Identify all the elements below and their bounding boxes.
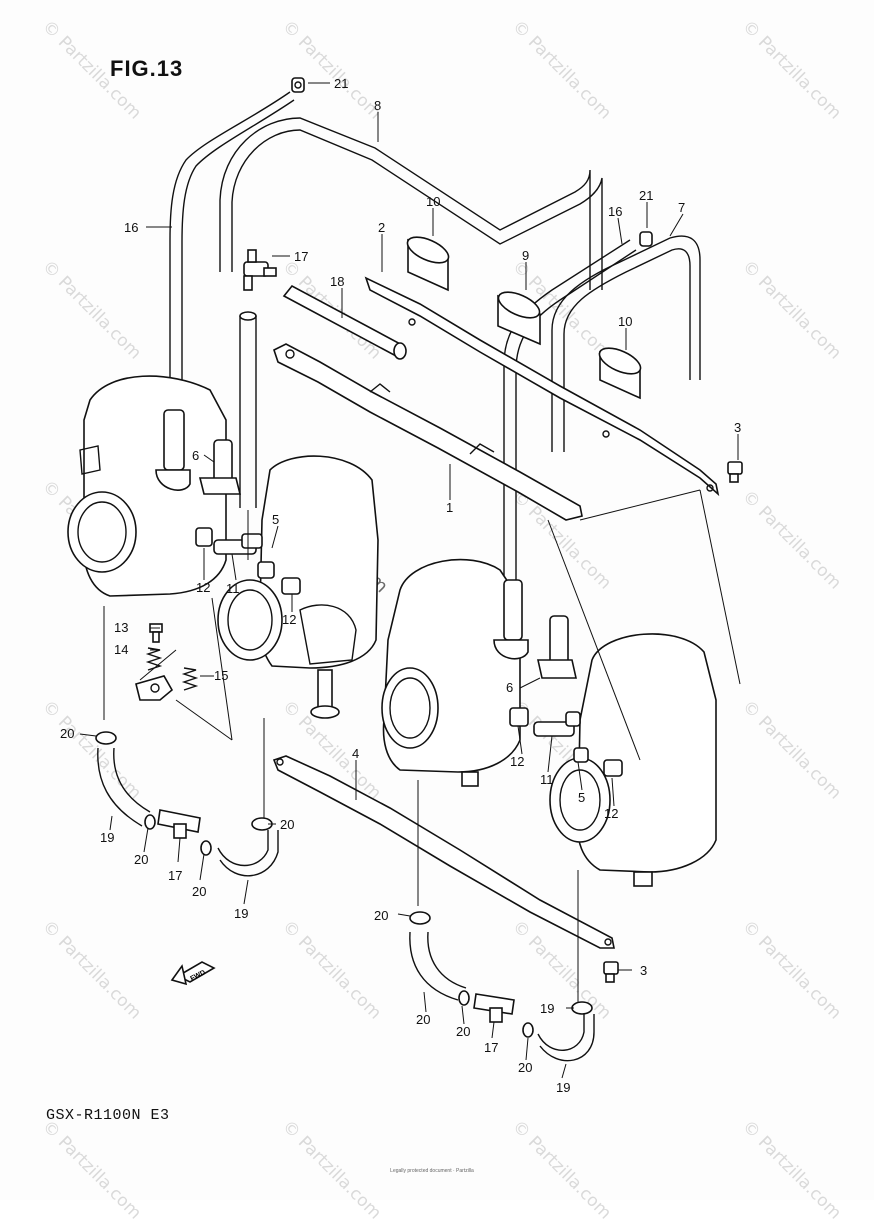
fitting-5-right xyxy=(573,747,589,763)
hose-7 xyxy=(551,235,701,452)
callout-17: 17 xyxy=(294,249,308,264)
sleeve-10-right xyxy=(598,347,642,400)
t-fitting-17-lr xyxy=(473,993,515,1023)
clamp-21-right xyxy=(639,231,653,247)
hose-16-left xyxy=(169,91,295,420)
clamp-20-lr-c xyxy=(571,1001,593,1015)
callout-1: 1 xyxy=(446,500,453,515)
clamp-21-top xyxy=(291,77,305,93)
callout-20: 20 xyxy=(456,1024,470,1039)
clamp-20-ll-a xyxy=(144,814,156,830)
hose-19-ll xyxy=(97,747,151,827)
callout-4: 4 xyxy=(352,746,359,761)
callout-16: 16 xyxy=(124,220,138,235)
callout-12: 12 xyxy=(510,754,524,769)
callout-20: 20 xyxy=(192,884,206,899)
assembly-lines xyxy=(103,489,741,1002)
fitting-11-left xyxy=(213,533,263,555)
callout-17: 17 xyxy=(484,1040,498,1055)
callout-11: 11 xyxy=(226,581,240,596)
callout-6: 6 xyxy=(192,448,199,463)
footer-note: Legally protected document · Partzilla xyxy=(390,1168,474,1174)
t-fitting-17-ll xyxy=(157,809,201,839)
carburetor-1 xyxy=(67,375,227,597)
callout-11: 11 xyxy=(540,772,554,787)
bolt-3-lower xyxy=(603,961,619,983)
callout-21: 21 xyxy=(334,76,348,91)
plate-2 xyxy=(364,276,720,497)
nipple-6-left xyxy=(198,439,242,495)
carburetor-4 xyxy=(549,633,717,887)
callout-10: 10 xyxy=(426,194,440,209)
nipple-6-right xyxy=(537,615,577,679)
callout-13: 13 xyxy=(114,620,128,635)
spring-15 xyxy=(181,667,199,691)
callout-19: 19 xyxy=(234,906,248,921)
clamp-20-ll-b xyxy=(200,840,212,856)
plate-1 xyxy=(273,343,583,521)
callout-9: 9 xyxy=(522,248,529,263)
callout-3: 3 xyxy=(734,420,741,435)
callout-20: 20 xyxy=(518,1060,532,1075)
callout-10: 10 xyxy=(618,314,632,329)
sleeve-10-upper xyxy=(406,236,450,292)
fitting-12-left-b xyxy=(281,577,301,595)
clamp-20-ll-top xyxy=(95,731,117,745)
callout-20: 20 xyxy=(134,852,148,867)
callout-20: 19 xyxy=(540,1001,554,1016)
callout-labels: 21 8 16 10 2 9 16 21 7 17 18 10 3 6 5 1 … xyxy=(60,76,741,1095)
callout-3: 3 xyxy=(640,963,647,978)
figure-title: FIG.13 xyxy=(110,56,184,81)
fitting-5-left xyxy=(257,561,275,579)
callout-8: 8 xyxy=(374,98,381,113)
callout-19: 20 xyxy=(416,1012,430,1027)
callout-19: 19 xyxy=(556,1080,570,1095)
leader-lines xyxy=(79,82,739,1079)
callout-16: 16 xyxy=(608,204,622,219)
screw-13 xyxy=(149,623,163,643)
hose-19-lr xyxy=(409,931,467,1001)
callout-15: 15 xyxy=(214,668,228,683)
callout-12: 12 xyxy=(282,612,296,627)
callout-17: 17 xyxy=(168,868,182,883)
clamp-20-lr-b xyxy=(522,1022,534,1038)
callout-5: 5 xyxy=(272,512,279,527)
vertical-hose-center xyxy=(239,311,257,508)
fitting-12-right-b xyxy=(603,759,623,777)
throttle-holder xyxy=(135,675,174,701)
clamp-20-lr-a xyxy=(458,990,470,1006)
callout-19: 19 xyxy=(100,830,114,845)
callout-2: 2 xyxy=(378,220,385,235)
callout-20: 20 xyxy=(60,726,74,741)
callout-12: 12 xyxy=(604,806,618,821)
callout-20: 20 xyxy=(374,908,388,923)
bolt-3-upper xyxy=(727,461,743,483)
callout-18: 18 xyxy=(330,274,344,289)
callout-21: 21 xyxy=(639,188,653,203)
callout-7: 7 xyxy=(678,200,685,215)
model-code: GSX-R1100N E3 xyxy=(46,1107,170,1124)
hose-18 xyxy=(282,284,407,360)
clamp-20-lr-top xyxy=(409,911,431,925)
fitting-12-right xyxy=(509,707,529,727)
hose-19-ll-right xyxy=(217,830,279,877)
fwd-arrow-icon: FWD xyxy=(170,961,216,986)
callout-5: 5 xyxy=(578,790,585,805)
callout-20: 20 xyxy=(280,817,294,832)
fitting-11-right xyxy=(533,711,581,737)
carburetor-3 xyxy=(381,558,529,787)
callout-12: 12 xyxy=(196,580,210,595)
hose-19-lr-right xyxy=(537,1014,595,1062)
hose-8 xyxy=(219,117,603,290)
fitting-12-left xyxy=(195,527,213,547)
spring-14 xyxy=(145,647,163,671)
t-fitting-17-top xyxy=(243,249,277,291)
sleeve-9 xyxy=(497,291,541,346)
carburetor-2 xyxy=(217,455,379,719)
callout-6: 6 xyxy=(506,680,513,695)
plate-4 xyxy=(272,755,615,949)
callout-14: 14 xyxy=(114,642,128,657)
